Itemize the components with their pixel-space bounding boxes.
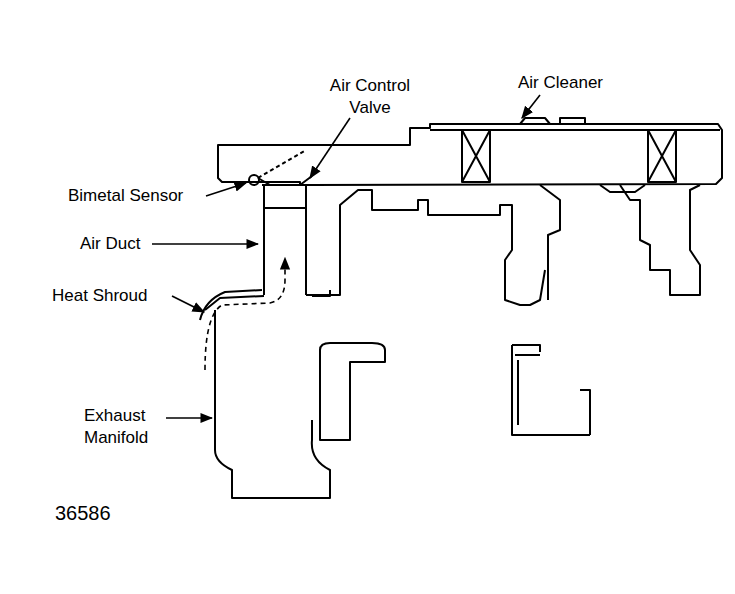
part-label: Heat Shroud	[52, 285, 182, 307]
part-label: Air Duct	[80, 233, 160, 255]
intake-runner	[515, 354, 540, 356]
part-label: Air Cleaner	[518, 72, 638, 94]
heat-shroud-outer	[200, 290, 262, 320]
part-label: Air Control Valve	[312, 75, 428, 119]
hot-air-flow	[205, 258, 285, 370]
part-label: Exhaust Manifold	[84, 405, 164, 449]
air-control-valve-flap	[262, 184, 306, 186]
cylinder-head	[320, 343, 385, 440]
air-cleaner-housing	[218, 124, 722, 185]
air-control-valve-flap	[258, 150, 306, 178]
exhaust-manifold	[215, 310, 330, 498]
figure-number: 36586	[55, 502, 155, 524]
leader-line	[310, 118, 350, 178]
filter-element	[648, 130, 676, 182]
leader-line	[166, 417, 212, 419]
leader-line	[522, 95, 540, 118]
part-label: Bimetal Sensor	[68, 185, 218, 207]
leader-line	[172, 296, 204, 312]
air-cleaner-stud	[520, 118, 585, 124]
filter-element-hatch	[462, 130, 490, 182]
filter-element	[462, 130, 490, 182]
air-duct-snorkel	[258, 176, 312, 185]
intake-manifold	[540, 185, 700, 300]
engine-block	[512, 345, 590, 435]
bimetal-sensor	[249, 175, 259, 185]
filter-element-hatch	[648, 130, 676, 182]
carburetor-body	[306, 190, 545, 305]
leader-line	[206, 183, 246, 196]
leader-line	[152, 243, 258, 245]
